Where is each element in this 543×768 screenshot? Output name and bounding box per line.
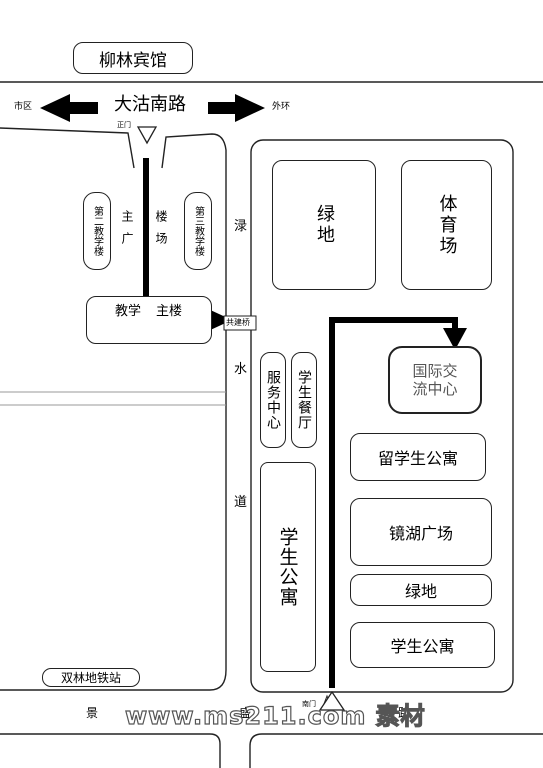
road-bottom-char-3: 路 (398, 706, 411, 720)
bottom-left-block (0, 733, 221, 768)
building-second-teaching-label: 第二教学楼 (91, 206, 103, 256)
watermark: www.ms211.com 素材 (124, 701, 426, 730)
left-campus-top-edge (0, 127, 135, 169)
main-gate-triangle-icon (136, 126, 158, 145)
green-space-1-label: 绿地 (314, 204, 335, 246)
green-space-2: 绿地 (350, 574, 492, 606)
main-building-part2: 主楼 (156, 304, 183, 319)
intl-exchange-center-label: 国际交流中心 (412, 362, 458, 398)
building-second-teaching: 第二教学楼 (83, 192, 111, 270)
route-arrowhead-bridge-icon (206, 308, 232, 332)
student-apartment-left-label: 学生公寓 (276, 527, 299, 607)
service-center-label: 服务中心 (265, 370, 281, 430)
student-apartment-right: 学生公寓 (350, 622, 495, 668)
stadium: 体育场 (401, 160, 492, 290)
square-left-label: 主广 (120, 210, 134, 254)
hotel-label: 柳林宾馆 (73, 42, 193, 74)
bottom-right-block (249, 733, 543, 768)
dest-right-label: 外环 (272, 102, 291, 112)
intl-exchange-center: 国际交流中心 (388, 346, 482, 414)
student-apartment-left: 学生公寓 (260, 462, 316, 672)
south-gate-label: 南门 (302, 700, 316, 708)
foreign-student-apartment: 留学生公寓 (350, 433, 486, 481)
arrow-left-icon (40, 94, 98, 122)
dest-left-label: 市区 (14, 102, 33, 112)
road-top-name: 大沽南路 (114, 94, 186, 115)
river-char-3: 道 (234, 495, 248, 510)
main-gate-label: 正门 (117, 121, 131, 129)
right-campus-outline (250, 139, 514, 693)
service-center: 服务中心 (260, 352, 286, 448)
square-right-label: 楼场 (154, 210, 168, 254)
green-space-1: 绿地 (272, 160, 376, 290)
bridge-label: 共建桥 (226, 318, 250, 327)
metro-station: 双林地铁站 (42, 668, 140, 687)
left-campus-outline (0, 133, 227, 691)
stadium-label: 体育场 (436, 193, 458, 257)
bridge-box (223, 315, 257, 331)
south-gate-triangle-icon (318, 690, 346, 711)
road-bottom-char-2: 盛 (239, 706, 252, 720)
route-arrowhead-intl-icon (443, 328, 467, 350)
arrow-right-icon (208, 94, 265, 122)
main-building-part1: 教学 (115, 304, 142, 319)
building-third-teaching: 第三教学楼 (184, 192, 212, 270)
route-south-gate (329, 317, 458, 688)
student-canteen-label: 学生餐厅 (296, 370, 312, 430)
mirror-lake-square: 镜湖广场 (350, 498, 492, 566)
road-bottom-char-1: 景 (86, 706, 99, 720)
building-third-teaching-label: 第三教学楼 (192, 206, 204, 256)
main-teaching-building (86, 296, 212, 344)
river-char-2: 水 (234, 362, 248, 377)
river-char-1: 渌 (234, 219, 248, 234)
student-canteen: 学生餐厅 (291, 352, 317, 448)
